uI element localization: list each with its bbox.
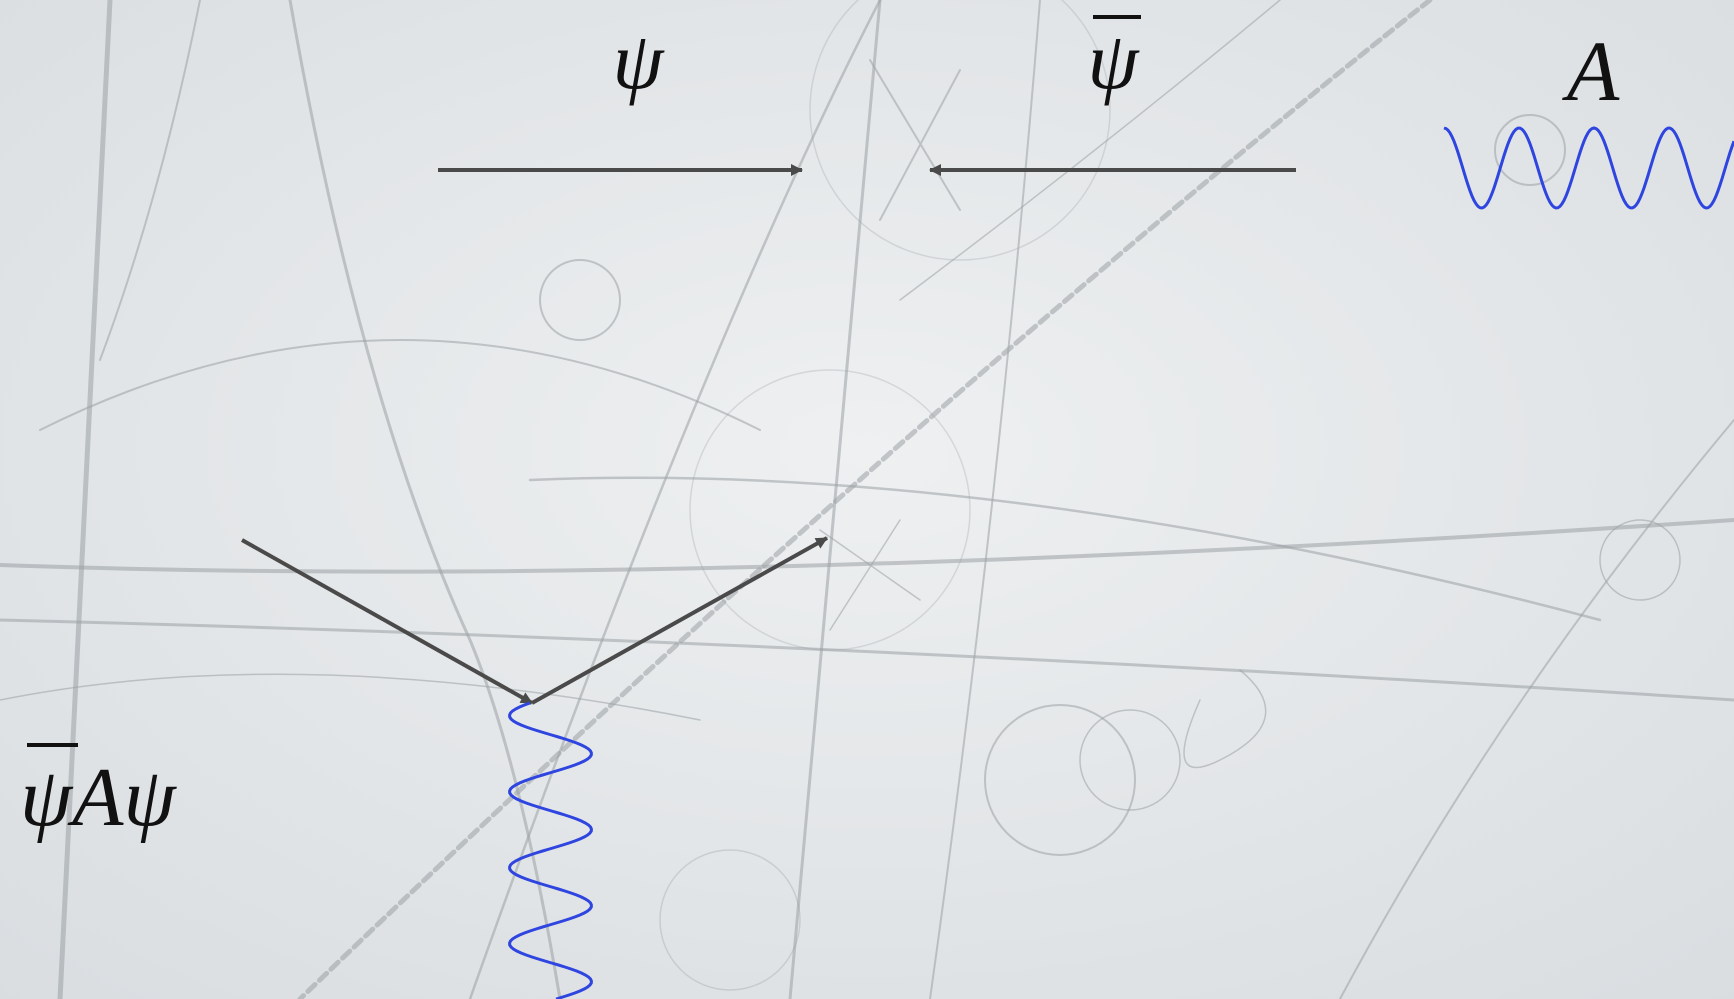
- label-psi: ψ: [613, 15, 666, 106]
- svg-text:ψAψ: ψAψ: [20, 751, 177, 844]
- vertex-incoming-arrow: [241, 538, 533, 705]
- label-vertex-term: ψAψ: [20, 743, 177, 844]
- photon-wave-a: [1443, 126, 1734, 210]
- vertex-outgoing-arrow: [531, 536, 828, 705]
- svg-text:ψ: ψ: [1088, 15, 1141, 106]
- vertex-photon-wave: [508, 701, 593, 999]
- label-psibar: ψ: [1088, 15, 1141, 106]
- label-a: A: [1562, 23, 1620, 119]
